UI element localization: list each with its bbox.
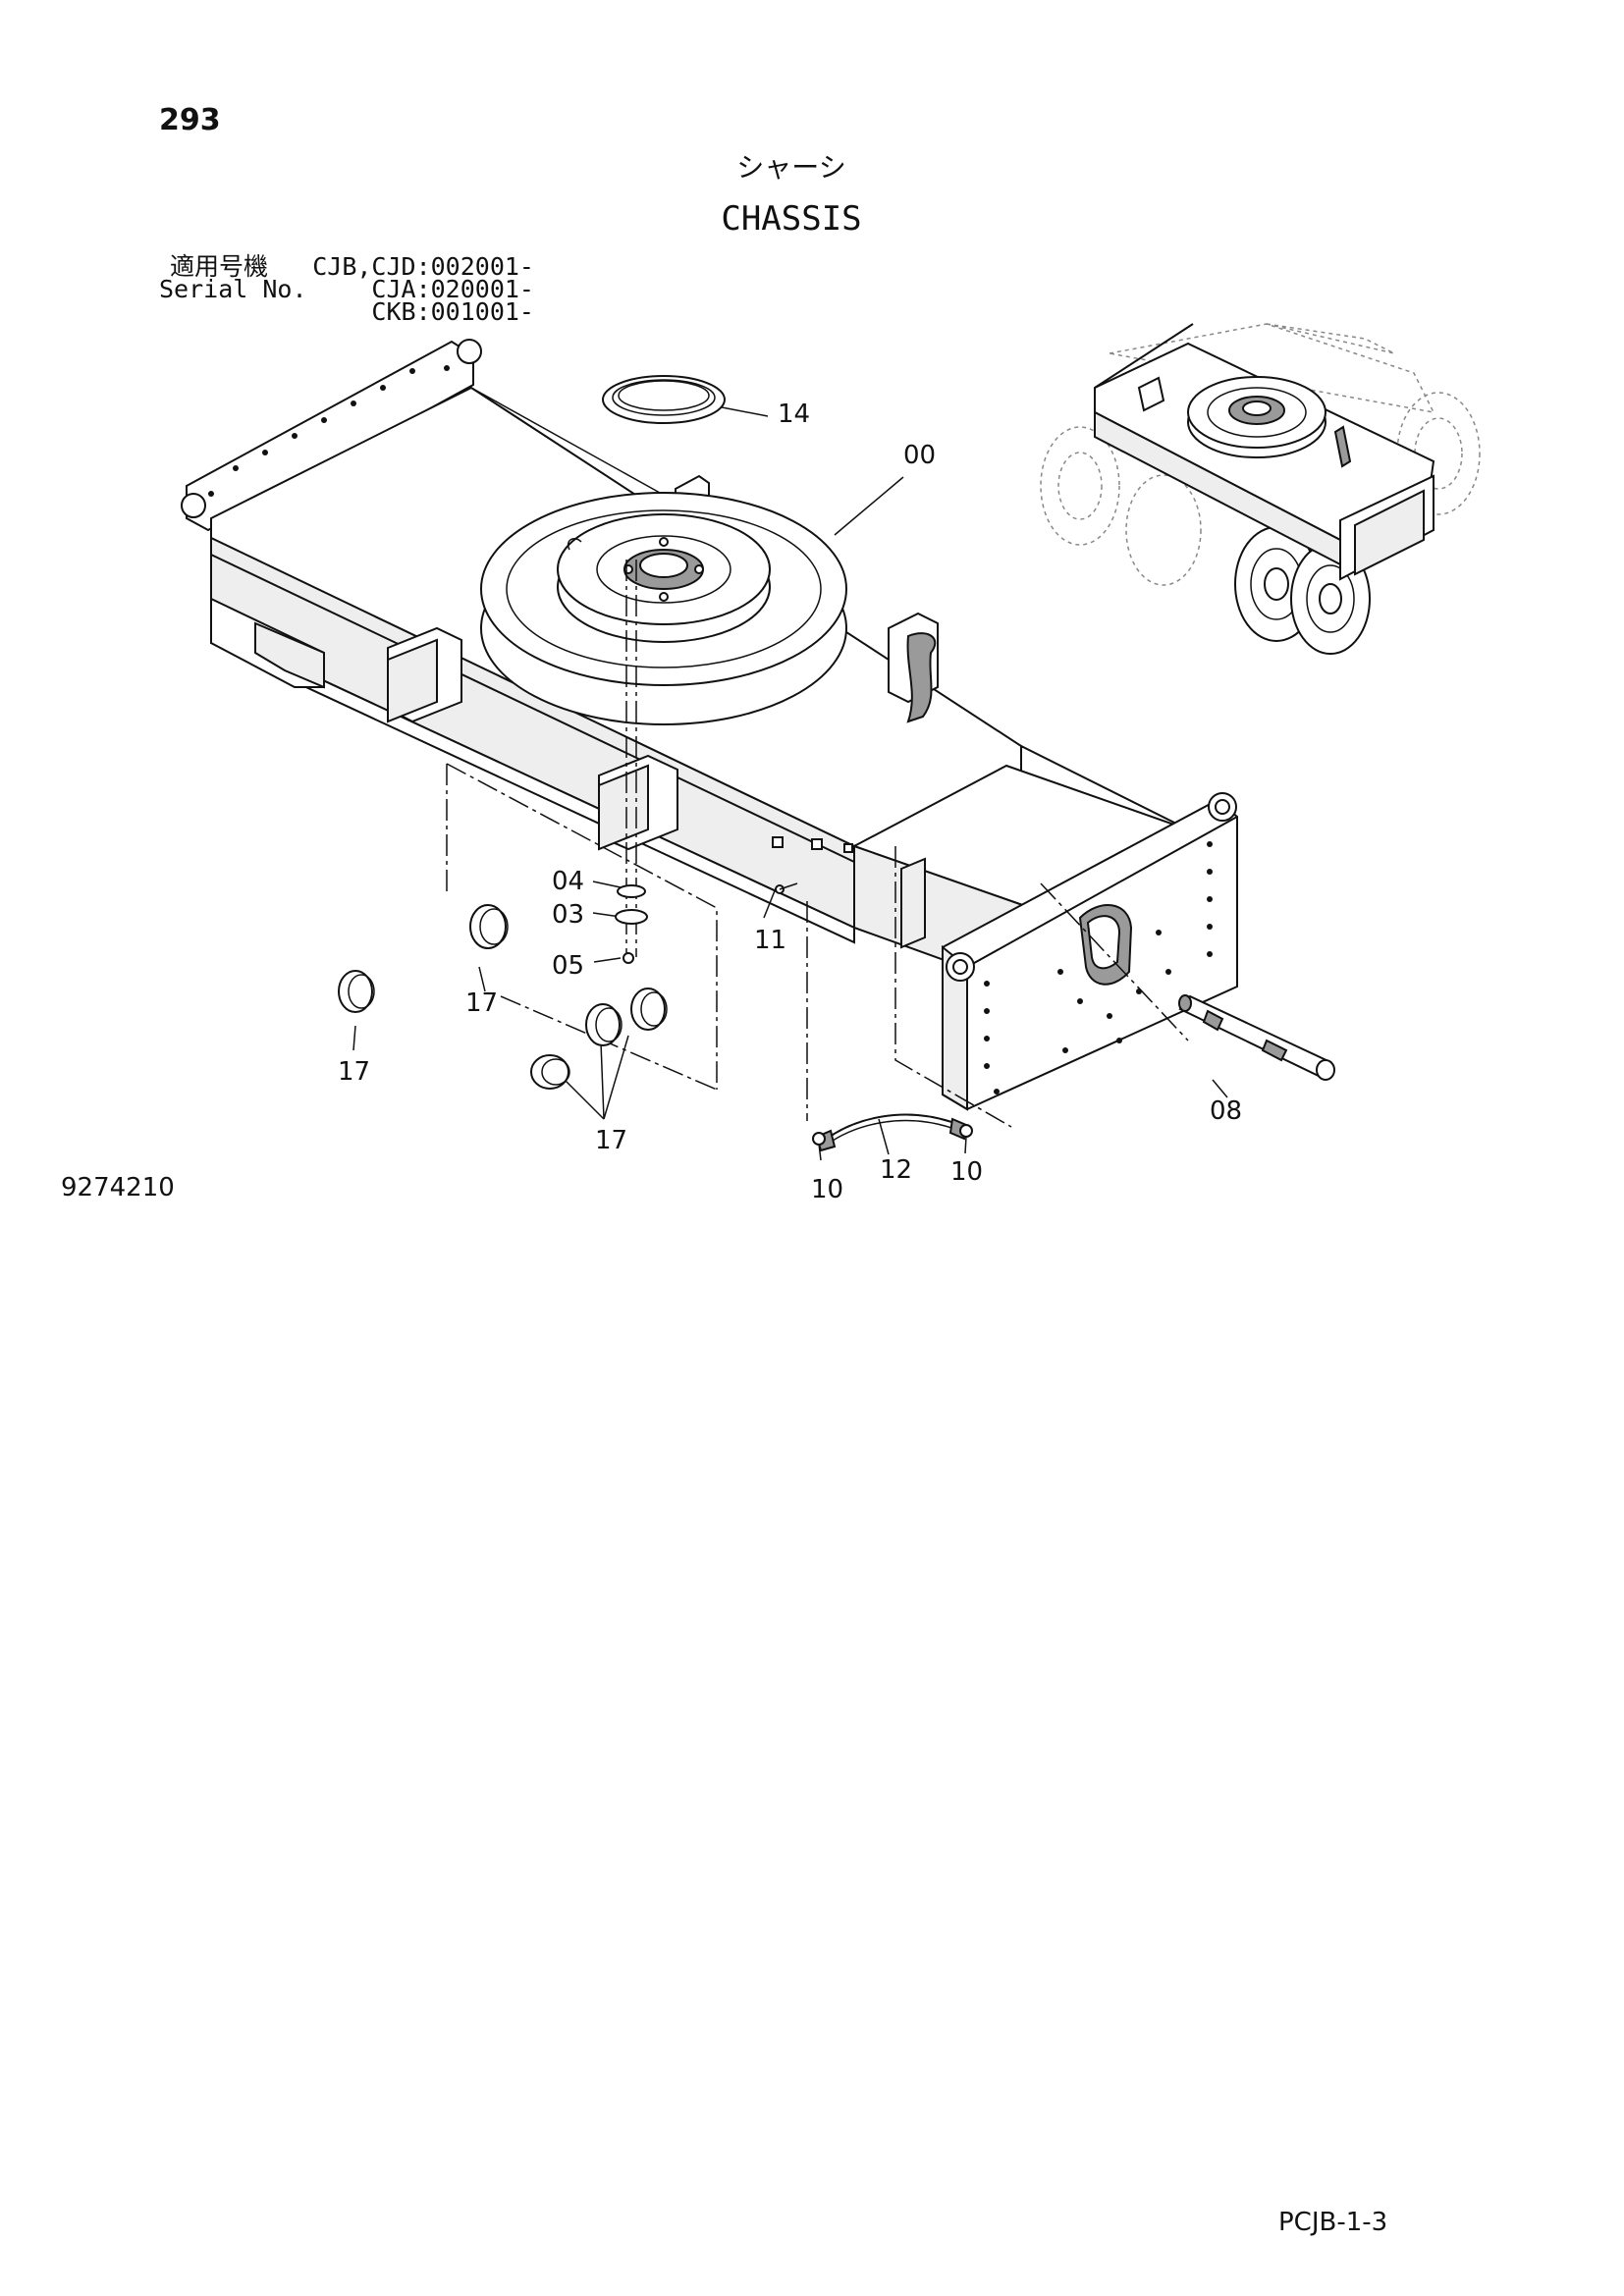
- figure-number: 9274210: [61, 1173, 175, 1202]
- serial-range-1: CJB,CJD:002001-: [312, 252, 534, 281]
- page-number: 293: [159, 103, 221, 137]
- serial-range-3: CKB:001001-: [371, 297, 534, 326]
- swing-circle: [480, 492, 847, 725]
- part-label-10-right: 10: [950, 1157, 983, 1187]
- part-label-00: 00: [903, 441, 936, 470]
- serial-label-japanese: 適用号機: [170, 252, 268, 281]
- part-label-05: 05: [552, 951, 584, 981]
- part-label-17-upper: 17: [465, 988, 498, 1018]
- serial-range-2: CJA:020001-: [371, 275, 534, 303]
- serial-label-english: Serial No.: [159, 275, 307, 303]
- part-label-17-group: 17: [595, 1126, 627, 1155]
- part-label-17-left: 17: [338, 1057, 370, 1087]
- part-label-10-left: 10: [811, 1175, 843, 1204]
- loose-parts: [338, 375, 1335, 1152]
- title-english: CHASSIS: [721, 199, 861, 239]
- part-label-12: 12: [880, 1155, 912, 1185]
- part-label-03: 03: [552, 900, 584, 930]
- title-japanese: シャーシ: [736, 151, 845, 184]
- page-code: PCJB-1-3: [1278, 2208, 1387, 2237]
- part-label-11: 11: [754, 926, 786, 955]
- part-label-04: 04: [552, 867, 584, 896]
- inset-machine-view: [1040, 323, 1481, 655]
- part-label-08: 08: [1210, 1096, 1242, 1126]
- part-label-14: 14: [778, 400, 810, 429]
